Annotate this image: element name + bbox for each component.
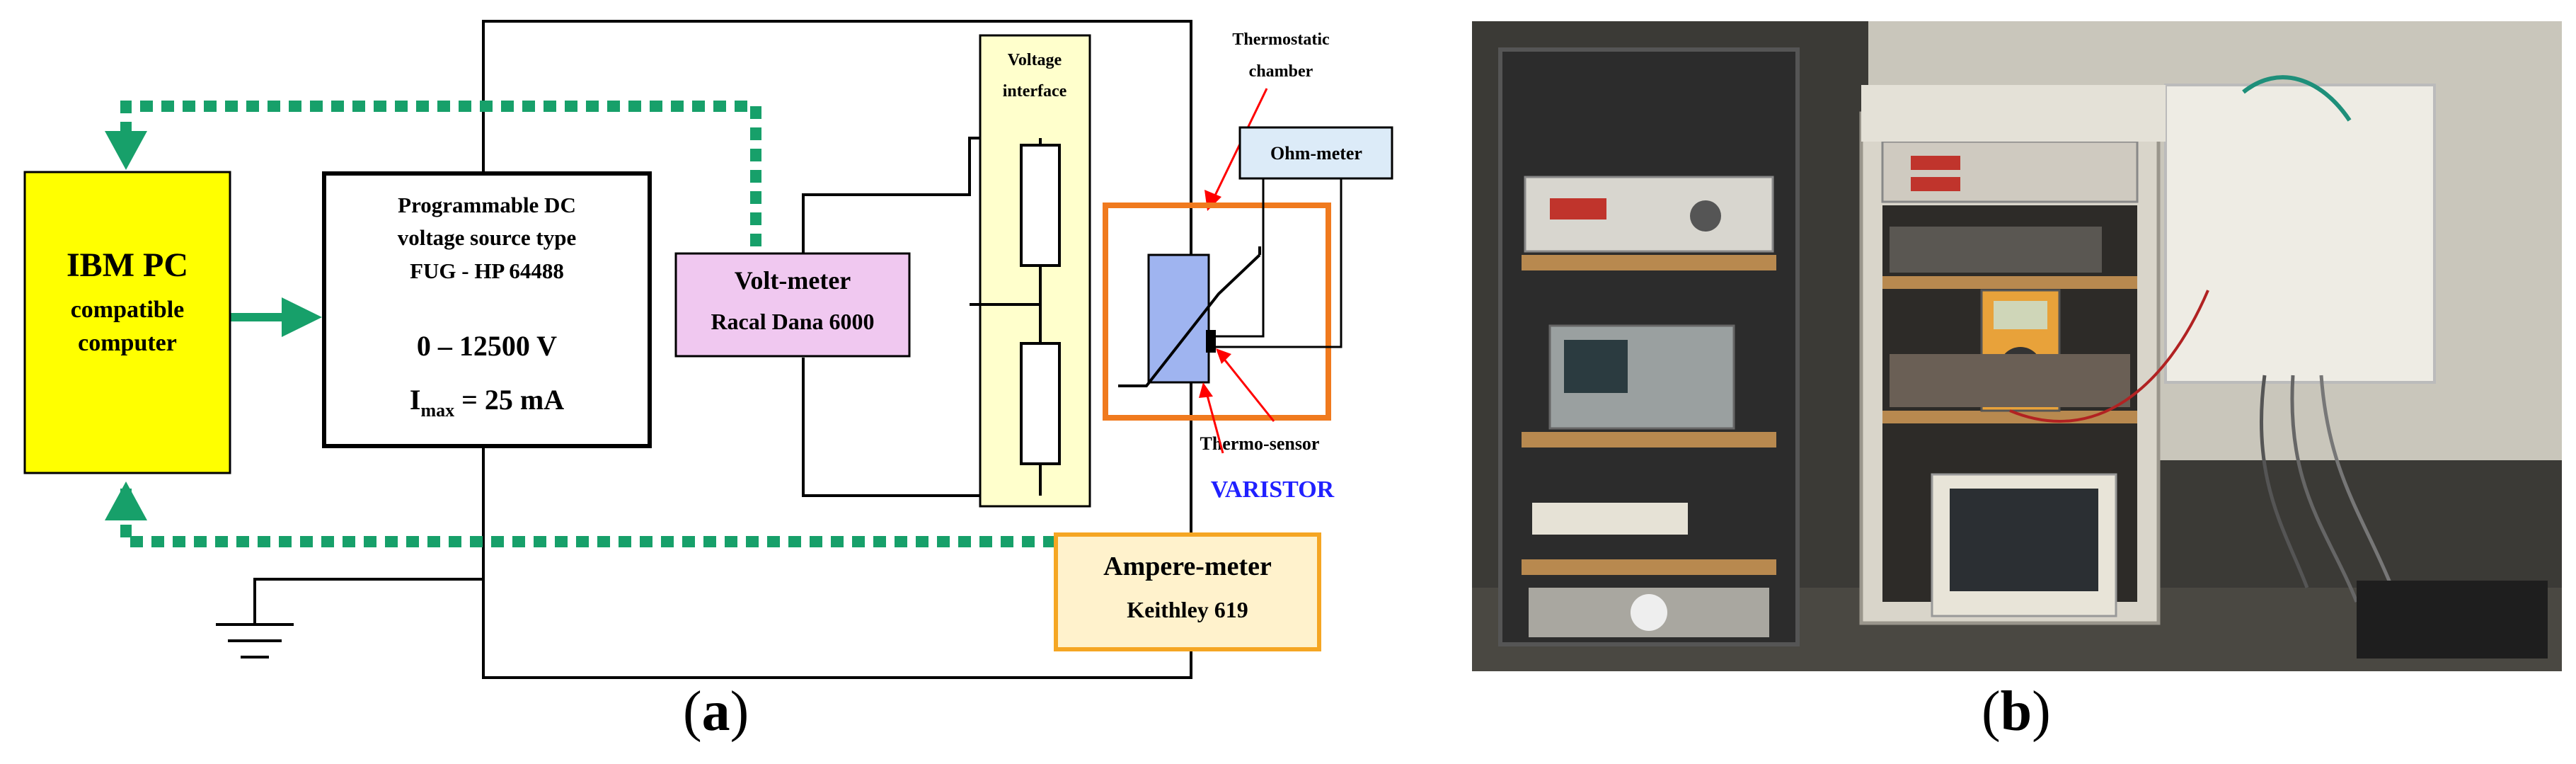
ohmmeter-box [1238, 126, 1393, 180]
hv-source-display [1550, 198, 1606, 219]
chamber-label-line1: Thermostatic [1232, 30, 1330, 49]
ibm-pc-line2: computer [78, 330, 177, 356]
caption-b: (b) [1982, 680, 2051, 743]
voltmeter-title: Volt-meter [735, 266, 851, 295]
voltmeter-model: Racal Dana 6000 [711, 309, 874, 334]
dc-source-line1: Programmable DC [398, 193, 576, 217]
cable-blue [2242, 75, 2352, 122]
top-instrument-display-2 [1911, 177, 1960, 191]
ohmmeter-title: Ohm-meter [1270, 143, 1362, 164]
power-strip [1532, 503, 1688, 535]
rack-shelf-1 [1882, 276, 2137, 289]
ohmmeter-wire-2 [1216, 178, 1342, 348]
dc-source-line2: voltage source type [398, 225, 577, 250]
thermo-sensor-block [1206, 330, 1216, 353]
thermo-sensor-pointer [1221, 357, 1275, 422]
cable-2 [2290, 375, 2359, 603]
chamber-label-line2: chamber [1249, 62, 1313, 81]
hv-source-knob [1690, 200, 1721, 232]
analog-meter-dial [1631, 594, 1667, 631]
cable-red [2009, 290, 2209, 423]
lab-photo [1472, 21, 2562, 671]
rack-shelf-2 [1882, 411, 2137, 423]
dc-source-line3: FUG - HP 64488 [410, 258, 564, 283]
voltage-interface-line1: Voltage [1008, 51, 1062, 69]
ibm-pc-title: IBM PC [67, 246, 188, 284]
resistor-lower [1020, 342, 1061, 465]
dc-source-imax: Imax= 25 mA [410, 384, 564, 421]
ground-wire [253, 578, 483, 623]
multimeter-screen [1994, 301, 2047, 329]
caption-a: (a) [683, 680, 749, 743]
left-rack-shelf-1 [1522, 255, 1776, 270]
amperemeter-title: Ampere-meter [1103, 552, 1272, 581]
varistor-label: VARISTOR [1211, 477, 1335, 503]
thermo-sensor-pointer-head [1216, 348, 1231, 364]
amperemeter-box [1054, 532, 1321, 651]
voltage-interface-line2: interface [1003, 82, 1067, 101]
lab-photo-illustration [1472, 21, 2562, 671]
cable-3 [2319, 375, 2394, 588]
voltmeter-box [674, 252, 911, 358]
pc-top-arrowhead [105, 131, 147, 170]
pc-bottom-arrowhead [105, 481, 147, 520]
dc-source-range: 0 – 12500 V [417, 330, 557, 362]
top-instrument-display-1 [1911, 156, 1960, 170]
varistor-pointer [1205, 392, 1224, 454]
left-rack-shelf-2 [1522, 432, 1776, 447]
pc-source-arrowhead [282, 297, 322, 337]
ibm-pc-box [23, 171, 231, 474]
thermostatic-chamber-box [1103, 203, 1331, 421]
chamber-box-lid [1861, 85, 2166, 142]
floor-device [2357, 581, 2548, 658]
setup-schematic: IBM PC compatible computer Programmable … [23, 20, 1393, 679]
ohmmeter-wire-1 [1216, 178, 1265, 338]
dc-source-box [322, 171, 652, 448]
ibm-pc-line1: compatible [71, 297, 185, 323]
voltmeter-instrument [1890, 227, 2102, 273]
oscilloscope-screen [1564, 340, 1628, 393]
ammeter-instrument [1890, 354, 2130, 407]
chamber-box [2164, 84, 2436, 384]
cable-1 [2259, 375, 2309, 588]
crt-monitor-screen [1950, 489, 2098, 591]
amperemeter-model: Keithley 619 [1127, 597, 1248, 622]
resistor-upper [1020, 144, 1061, 267]
varistor-pointer-head [1199, 382, 1213, 398]
top-instrument [1881, 140, 2139, 203]
left-rack-shelf-3 [1522, 559, 1776, 575]
varistor-curve [1118, 253, 1261, 387]
